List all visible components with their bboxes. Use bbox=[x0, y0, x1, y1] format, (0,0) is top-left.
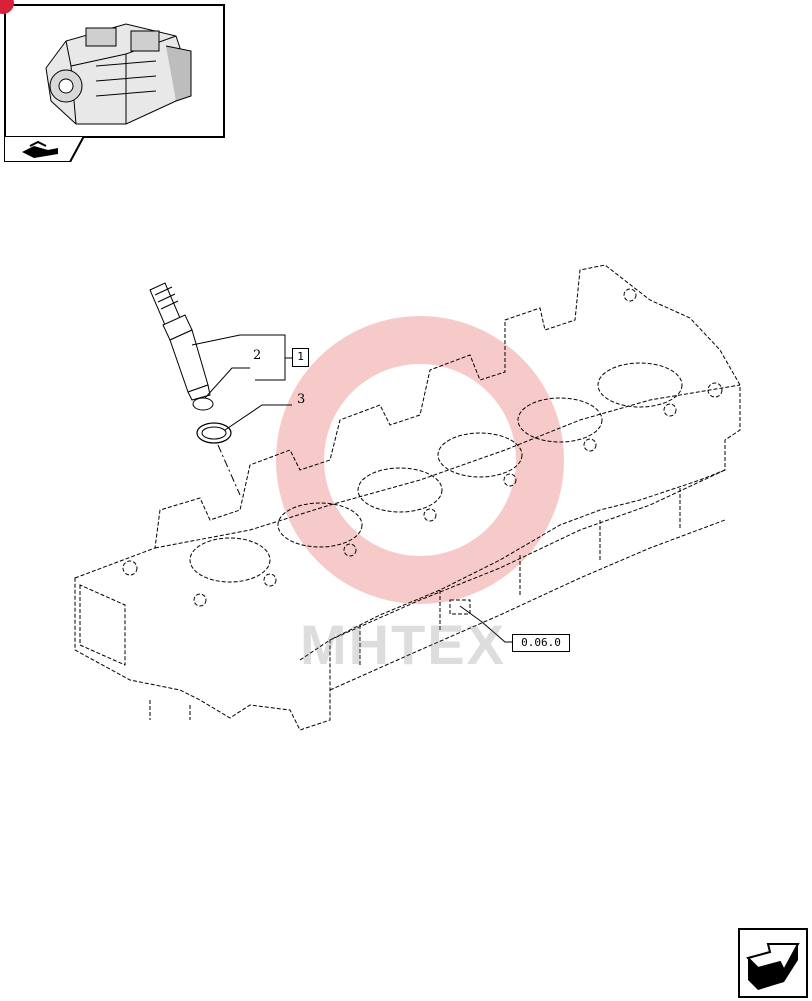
assembly-axis bbox=[217, 444, 241, 496]
book-hand-icon bbox=[22, 140, 58, 158]
leader-lines bbox=[191, 334, 512, 643]
watermark-gear-icon bbox=[276, 316, 564, 604]
reference-label: 0.06.0 bbox=[521, 636, 561, 649]
callout-box-1[interactable]: 1 bbox=[292, 348, 309, 367]
watermark-text: MHTEX bbox=[300, 613, 506, 676]
callout-label-3[interactable]: 3 bbox=[297, 392, 306, 407]
section-tab[interactable] bbox=[4, 136, 84, 162]
callout-label-1: 1 bbox=[297, 350, 304, 363]
washer-icon bbox=[192, 397, 214, 411]
engine-thumbnail[interactable] bbox=[4, 4, 225, 138]
cylinder-head bbox=[74, 264, 741, 731]
reference-link[interactable]: 0.06.0 bbox=[512, 634, 570, 652]
o-ring-icon bbox=[196, 422, 232, 444]
next-page-arrow-icon bbox=[746, 943, 800, 990]
corner-badge-icon bbox=[0, 0, 14, 14]
callout-label-2[interactable]: 2 bbox=[253, 348, 262, 363]
next-page-button[interactable] bbox=[738, 928, 808, 998]
injector-icon bbox=[149, 282, 211, 401]
engine-thumbnail-icon bbox=[45, 23, 192, 125]
